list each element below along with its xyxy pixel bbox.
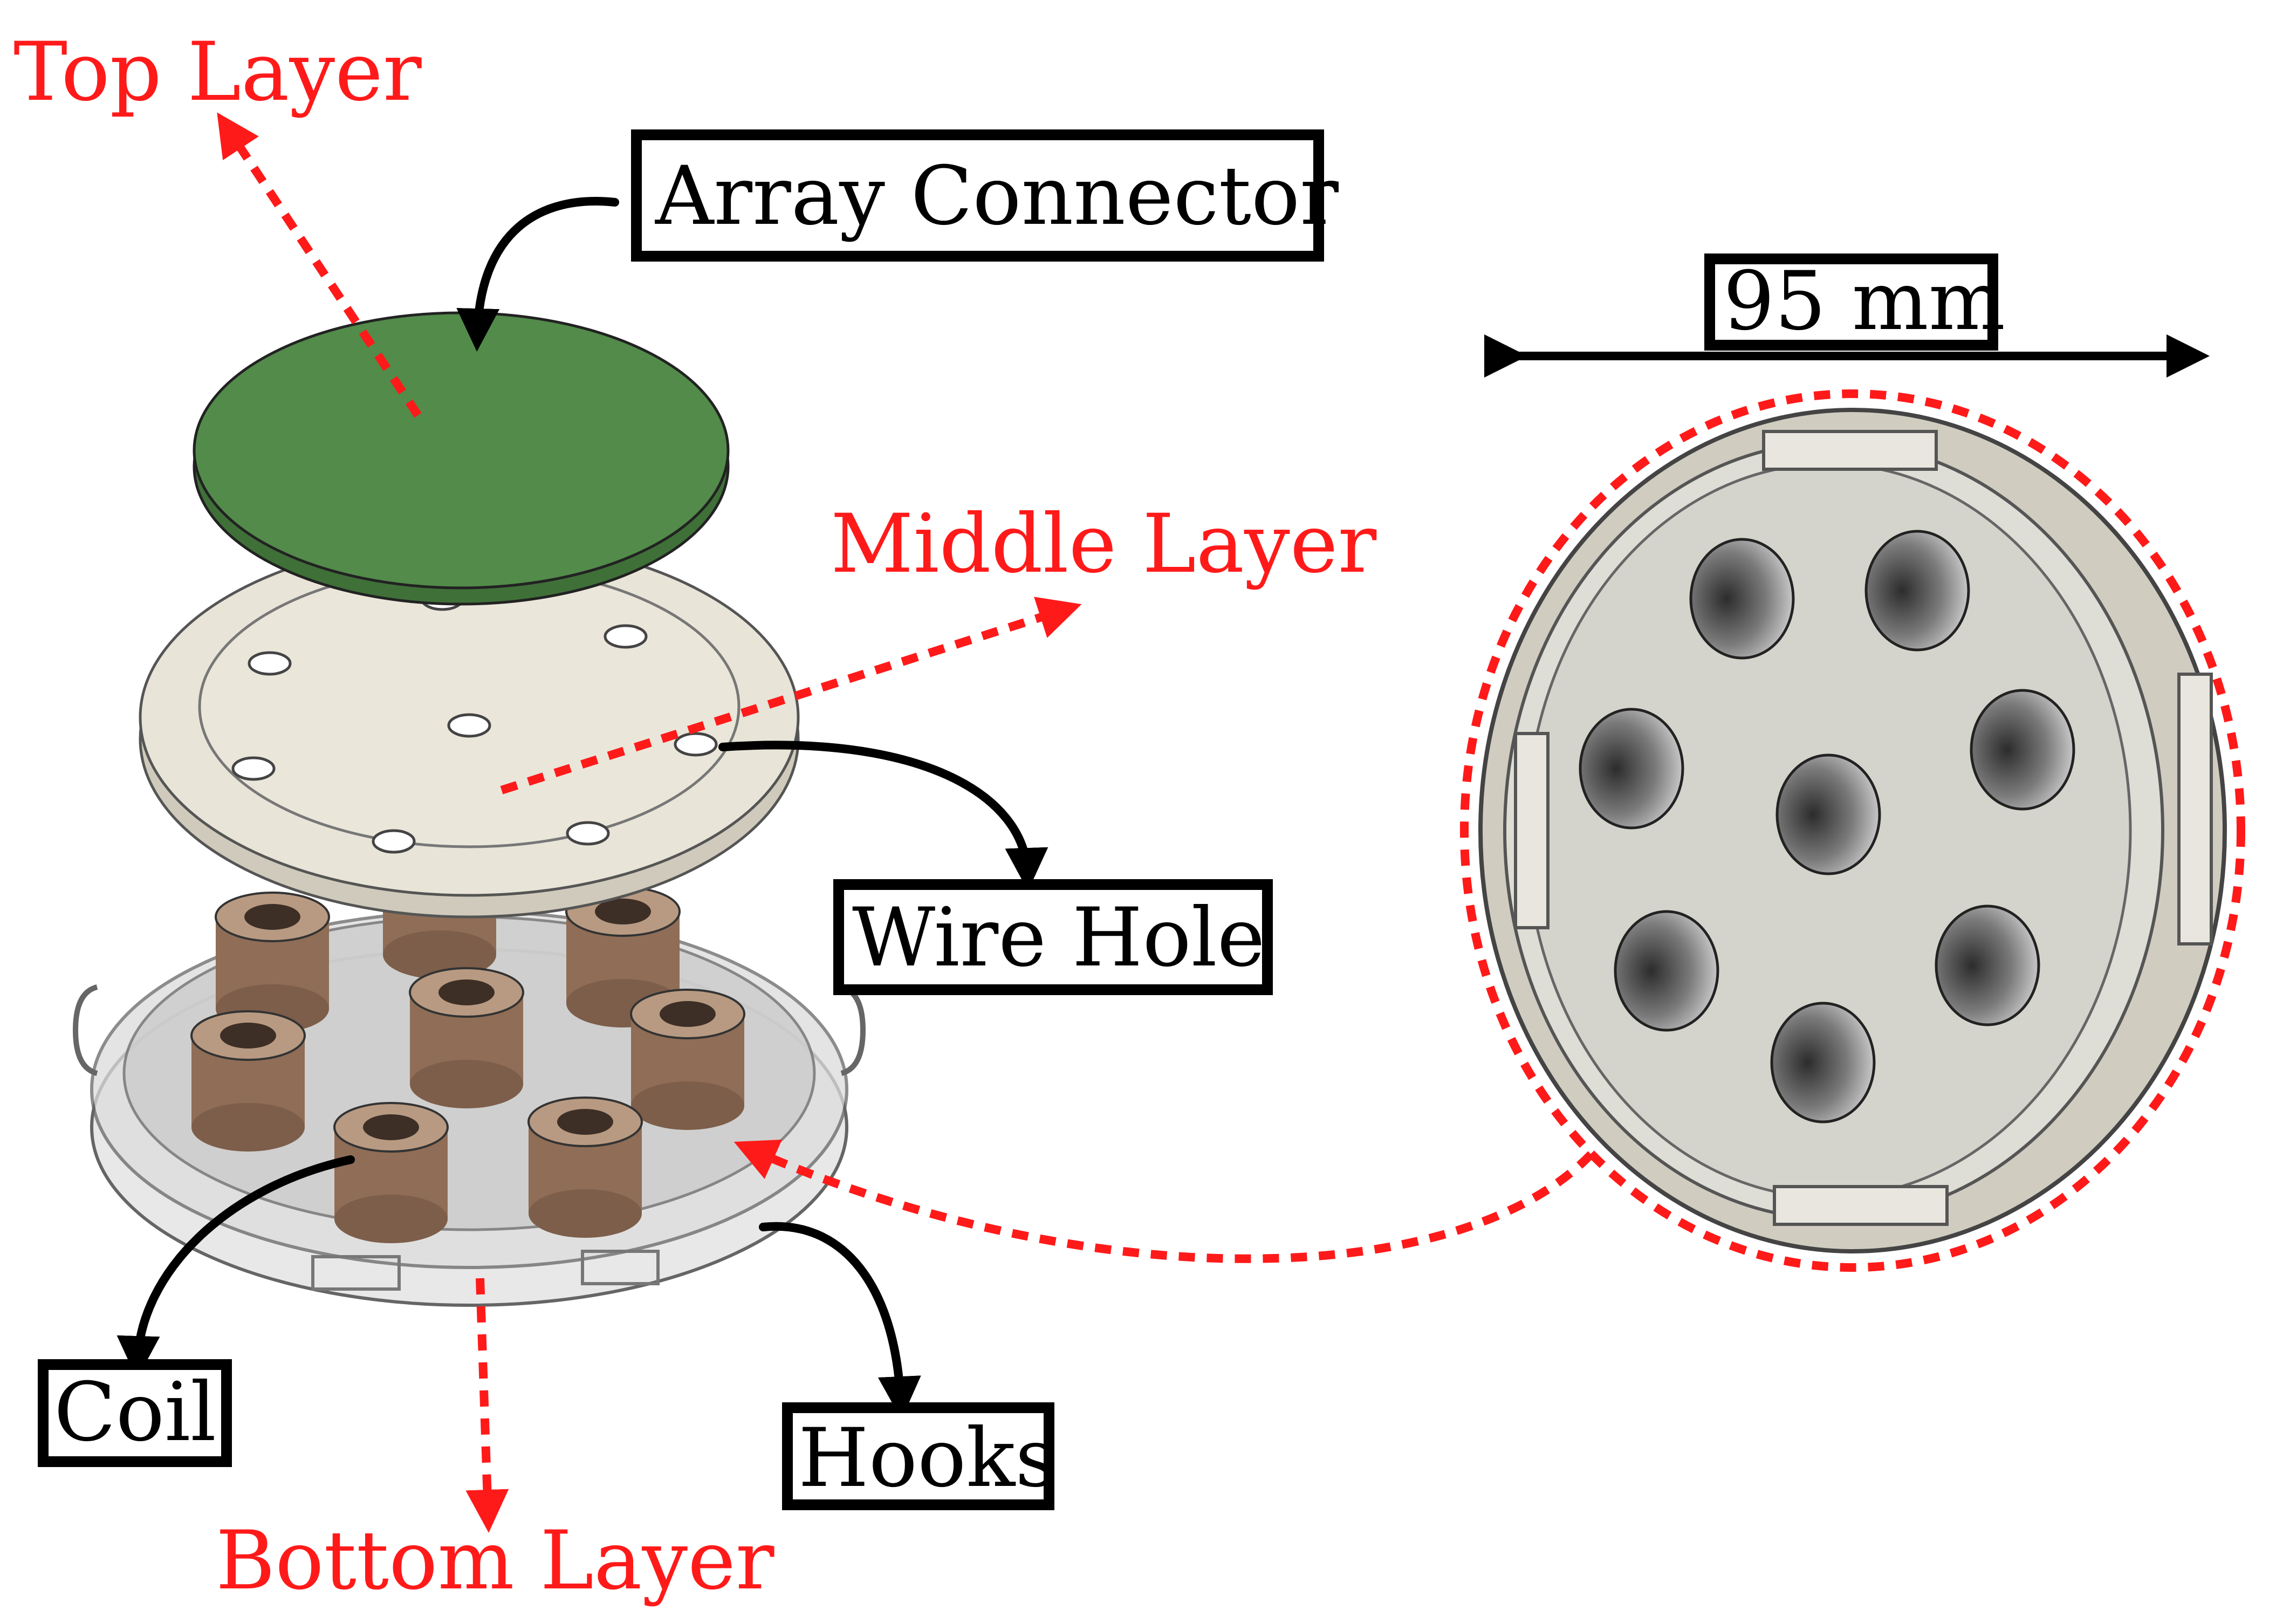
detail-link-pointer (733, 1139, 1594, 1263)
coil (527, 1097, 643, 1238)
coil-label: Coil (54, 1366, 216, 1459)
hooks-pointer (759, 1222, 921, 1420)
wire-hole (674, 732, 718, 757)
wire-hole (248, 651, 292, 676)
wire-hole-group (231, 586, 718, 854)
coil (333, 1102, 449, 1243)
hook-right (2177, 673, 2213, 945)
coil-cavity (1614, 910, 1719, 1032)
wire-hole-label: Wire Hole (852, 891, 1265, 985)
coil-cavity-group (1579, 530, 2075, 1123)
wire-hole (604, 624, 648, 649)
hook-top (1762, 430, 1938, 471)
hooks-label: Hooks (798, 1411, 1057, 1505)
highlight-circle (1460, 389, 2245, 1272)
coil-cavity (1864, 530, 1970, 652)
top-layer-pointer (217, 112, 422, 418)
coil-pointer (116, 1155, 355, 1379)
hook-left (72, 984, 98, 1076)
middle-layer-plate (139, 538, 800, 919)
coil-cavity (1970, 689, 2075, 811)
coil-cavity (1935, 904, 2040, 1026)
wire-hole-pointer (718, 741, 1048, 891)
hook-right (840, 984, 866, 1076)
array-connector-pointer (456, 197, 619, 352)
dimension-label: 95 mm (1723, 255, 2005, 348)
hook-front (311, 1255, 401, 1291)
bottom-layer-top-view (1478, 408, 2227, 1253)
dimension-box (1704, 253, 1998, 351)
top-layer-pcb (193, 311, 730, 606)
middle-layer-label: Middle Layer (831, 497, 1377, 591)
wire-hole (231, 756, 276, 781)
hook-bottom (1773, 1185, 1949, 1226)
coil (215, 892, 330, 1033)
array-connector-label: Array Connector (655, 149, 1339, 243)
wire-hole (566, 821, 610, 846)
coil (630, 989, 745, 1130)
coil (190, 1010, 306, 1152)
wire-hole (372, 829, 416, 854)
wire-hole-box (833, 879, 1273, 995)
array-connector-box (631, 129, 1324, 262)
hook-front-right (581, 1250, 660, 1285)
coil-box (38, 1359, 232, 1467)
coil (409, 967, 524, 1108)
hooks-box (782, 1402, 1054, 1510)
coil-cavity (1689, 538, 1795, 660)
wire-hole (447, 713, 491, 738)
coil-cavity (1770, 1002, 1876, 1123)
top-layer-label: Top Layer (13, 25, 422, 119)
coil-group (190, 886, 745, 1243)
middle-layer-pointer (500, 597, 1082, 794)
hook-left (1514, 732, 1550, 929)
coil-cavity (1775, 753, 1881, 875)
coil-cavity (1579, 708, 1684, 830)
bottom-layer-pointer (465, 1278, 509, 1533)
bottom-layer-label: Bottom Layer (216, 1514, 774, 1608)
